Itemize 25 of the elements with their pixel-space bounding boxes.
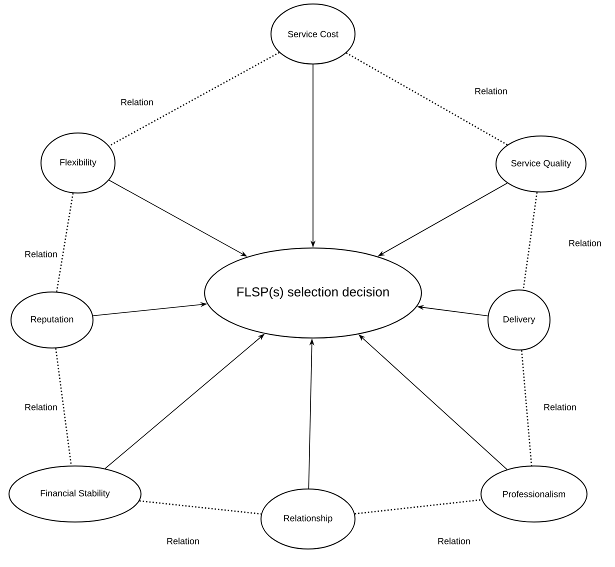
- dotted-line: [55, 348, 72, 466]
- ellipse-node: Reputation: [10, 292, 94, 348]
- ellipse-node: Delivery: [488, 290, 550, 350]
- ellipse-node: Service Quality: [496, 136, 586, 192]
- ellipse-node: Relationship: [260, 488, 356, 550]
- edge-label: Relation: [438, 538, 470, 544]
- ellipse-node: Flexibility: [40, 132, 116, 194]
- ellipse-node: Professionalism: [480, 466, 588, 522]
- ellipse-node: Financial Stability: [8, 466, 142, 522]
- ellipse-node: Service Cost: [270, 4, 356, 64]
- edge-label: Relation: [25, 404, 57, 410]
- ellipse-node: FLSP(s) selection decision: [204, 248, 422, 338]
- dotted-line: [522, 192, 538, 290]
- dotted-line: [56, 193, 74, 292]
- edge-label: Relation: [167, 538, 199, 544]
- dotted-line: [139, 500, 262, 515]
- dotted-line: [520, 350, 532, 466]
- edge-label: Relation: [569, 240, 601, 246]
- dotted-line: [354, 499, 482, 514]
- dotted-line: [346, 52, 508, 146]
- edge-label: Relation: [475, 88, 507, 94]
- edge-label: Relation: [121, 98, 153, 106]
- edge-label: Relation: [25, 250, 57, 258]
- dotted-line: [108, 52, 280, 146]
- edge-label: Relation: [544, 404, 576, 410]
